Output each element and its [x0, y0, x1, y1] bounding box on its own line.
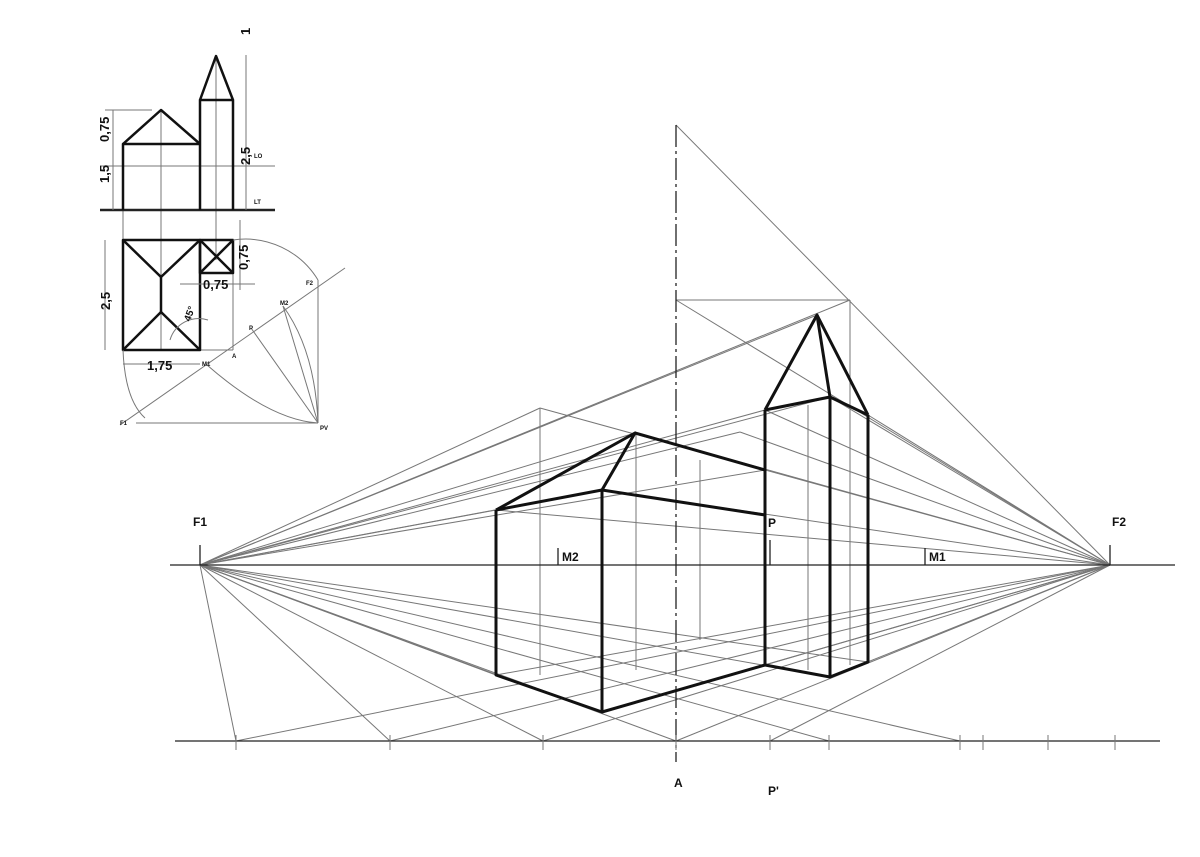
inset-label-f1: F1 [120, 421, 128, 427]
f1-ray [199, 314, 818, 566]
inset-label-m2: M2 [280, 301, 289, 307]
f1-ray [199, 407, 541, 566]
f1-ray [199, 396, 831, 566]
f2-ray [675, 564, 1111, 742]
f1-ray [199, 564, 237, 742]
house-perspective [494, 431, 766, 714]
ground-ticks [235, 735, 1116, 750]
label-f2: F2 [1112, 515, 1126, 529]
f2-ray [495, 564, 1111, 676]
f1-ray [199, 432, 636, 566]
dim-depth: 2,5 [98, 292, 113, 310]
f2-ray [389, 564, 1111, 742]
label-f1: F1 [193, 515, 207, 529]
label-lo: LO [254, 154, 263, 160]
f1-ray [199, 431, 741, 566]
inset-label-f2: F2 [306, 281, 314, 287]
f1-ray [199, 564, 830, 742]
inset-label-p: P [249, 326, 253, 332]
dim-tower-width: 0,75 [203, 277, 228, 292]
f2-ray [542, 564, 1111, 742]
f1-ray [199, 564, 391, 742]
f2-ray [769, 564, 1111, 742]
f2-ray [867, 414, 1111, 566]
f2-ray [235, 564, 1111, 742]
dim-tower-depth: 0,75 [236, 245, 251, 270]
f2-ray [764, 564, 1111, 666]
measuring-line [675, 124, 1111, 566]
dim-wall: 1,5 [97, 165, 112, 183]
f2-ray [739, 431, 1111, 566]
inset-orthographic: 0,75 1,5 2,5 1 2,5 0,75 0,75 1,75 45° LO… [97, 28, 346, 432]
f2-ray [495, 509, 1111, 566]
f2-ray [764, 409, 1111, 566]
f2-ray [829, 396, 1111, 566]
inset-label-pv: PV [320, 426, 328, 432]
label-a: A [674, 776, 683, 790]
f1-ray [199, 469, 766, 566]
f1-ray [199, 564, 544, 742]
label-p: P [768, 516, 776, 530]
inset-label-a: A [232, 354, 237, 360]
dim-width: 1,75 [147, 358, 172, 373]
dim-angle: 45° [182, 305, 198, 323]
construction-lines [199, 124, 1111, 742]
dim-tower: 2,5 [238, 147, 253, 165]
label-m2: M2 [562, 550, 579, 564]
label-p-prime: P' [768, 784, 779, 798]
f1-ray [199, 564, 961, 742]
inset-label-m1: M1 [202, 362, 211, 368]
label-lt: LT [254, 200, 261, 206]
label-m1: M1 [929, 550, 946, 564]
f1-ray [199, 564, 831, 678]
tower-perspective [763, 313, 870, 679]
dim-spire: 1 [238, 28, 253, 35]
f1-ray [199, 564, 869, 663]
f2-ray [675, 299, 1111, 566]
f1-ray [199, 564, 677, 742]
f1-ray [199, 409, 766, 566]
dim-roof: 0,75 [97, 117, 112, 142]
